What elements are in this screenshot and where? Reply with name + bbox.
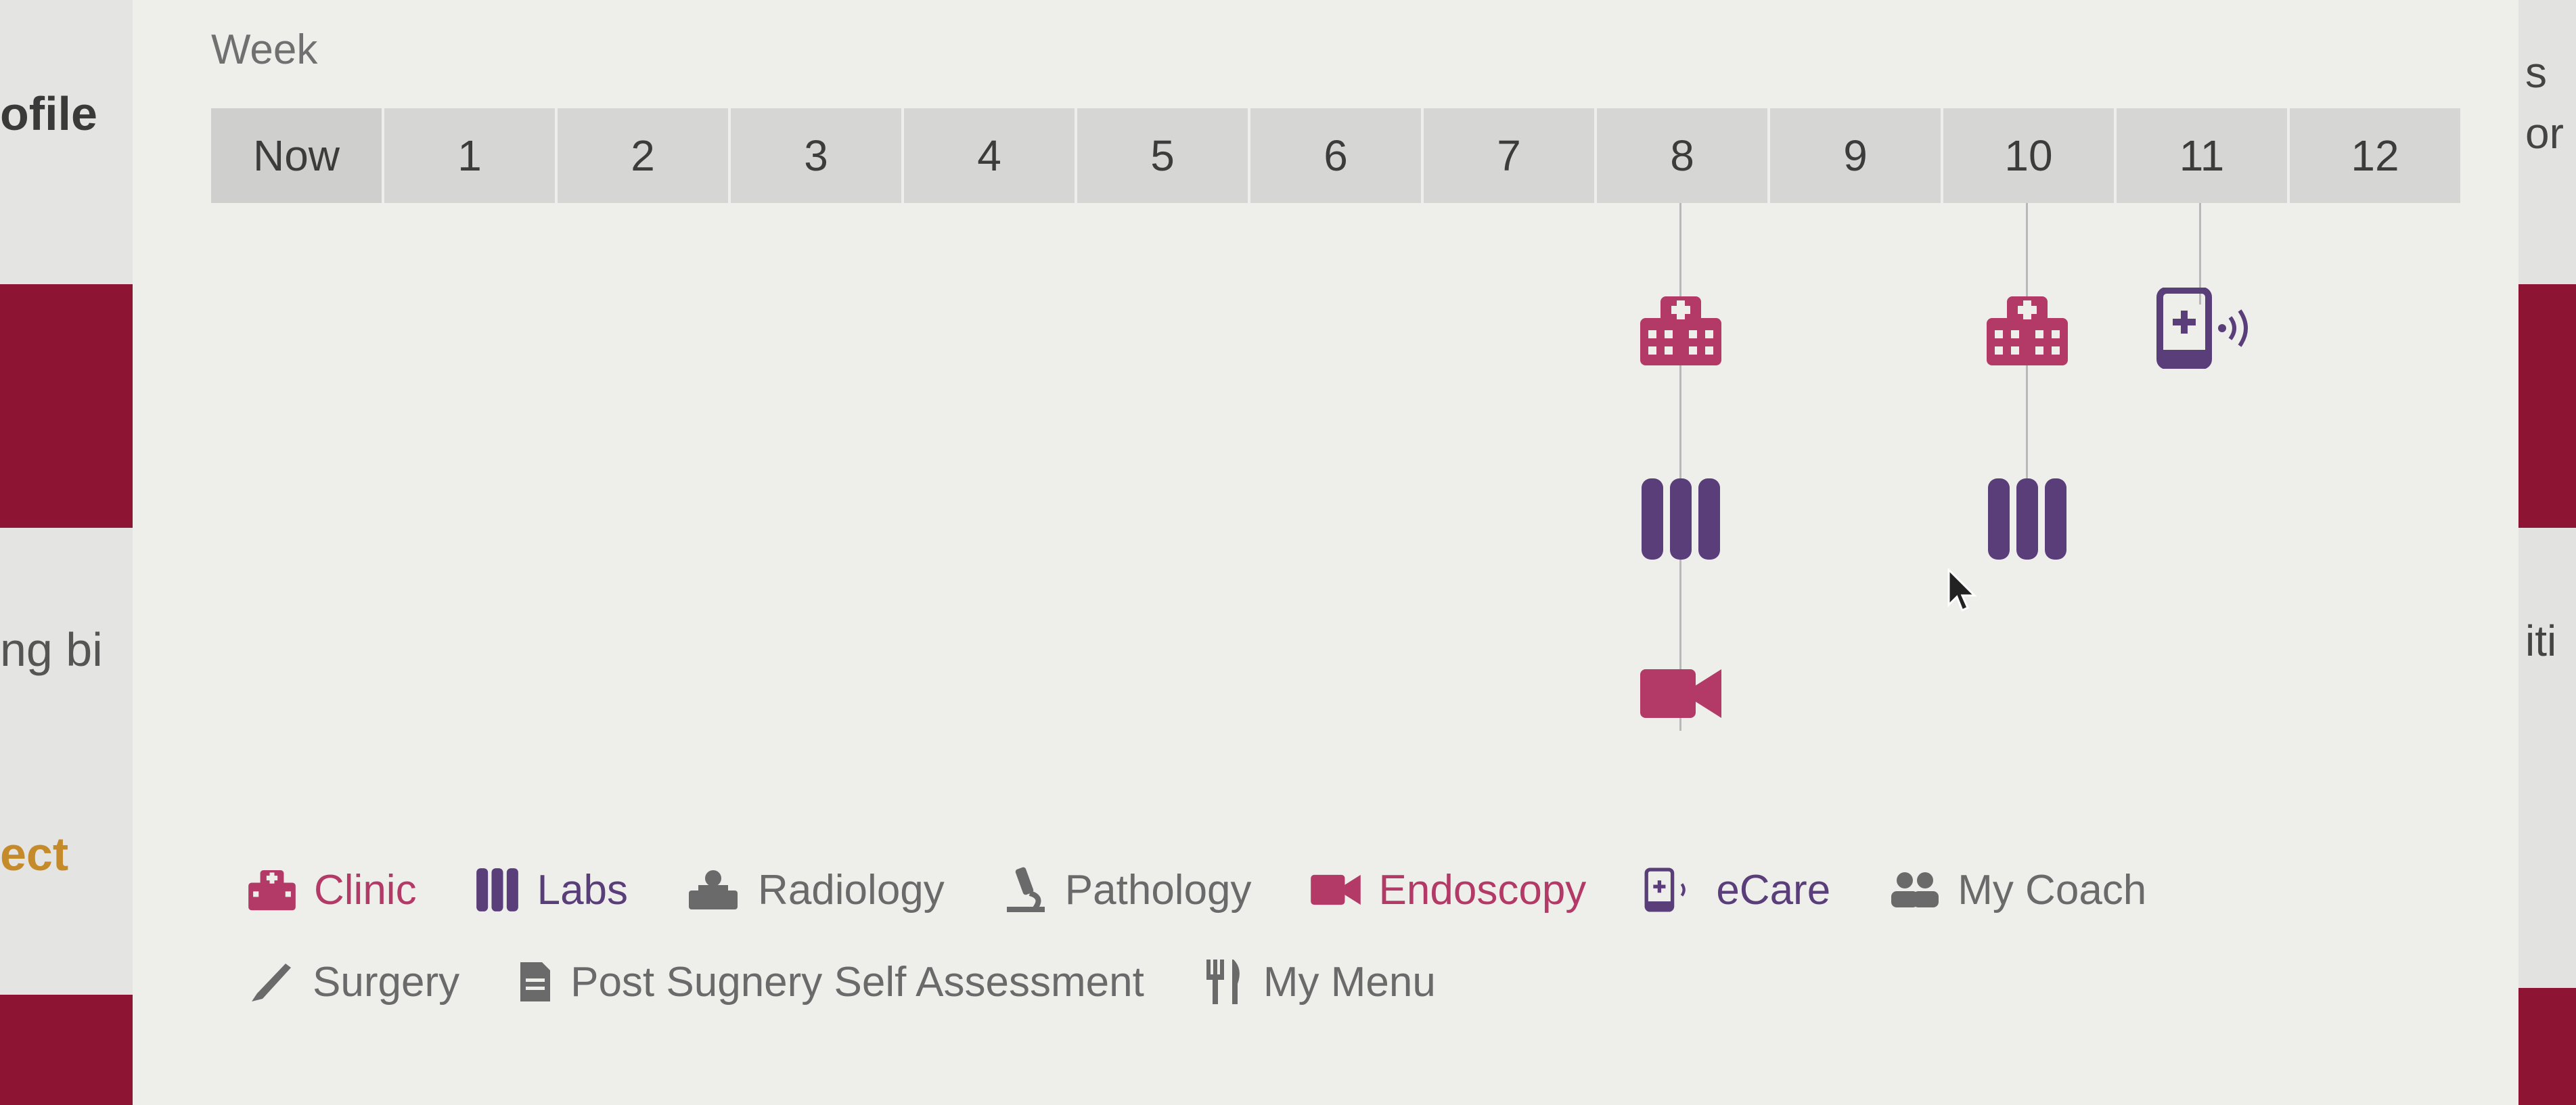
legend-my-menu-label: My Menu	[1263, 958, 1436, 1006]
users-icon	[1891, 872, 1939, 907]
background-banner	[0, 995, 135, 1105]
legend-my-coach-label: My Coach	[1958, 866, 2147, 914]
clinic-icon	[248, 870, 296, 911]
legend-pathology-label: Pathology	[1064, 866, 1252, 914]
background-text: ofile	[0, 87, 97, 140]
scalpel-icon	[252, 964, 291, 1001]
legend-pathology[interactable]: Pathology	[1003, 866, 1252, 914]
document-icon	[520, 962, 551, 1001]
week-2[interactable]: 2	[558, 108, 728, 203]
ecare-event-week-11[interactable]	[2156, 288, 2257, 369]
ecare-icon	[2156, 288, 2248, 369]
labs-event-week-8[interactable]	[1637, 475, 1725, 563]
background-text: iti	[2525, 616, 2557, 665]
radiology-icon	[689, 870, 738, 909]
background-banner	[0, 284, 135, 528]
clinic-event-week-8[interactable]	[1637, 293, 1725, 367]
week-7[interactable]: 7	[1424, 108, 1594, 203]
labs-icon	[1642, 478, 1720, 560]
timeline-line-week-8	[1679, 203, 1681, 731]
utensils-icon	[1206, 960, 1240, 1004]
legend-surgery-label: Surgery	[313, 958, 460, 1006]
endoscopy-icon	[1310, 874, 1361, 905]
background-page-right: s or iti	[2517, 0, 2576, 1105]
microscope-icon	[1006, 867, 1045, 912]
week-6[interactable]: 6	[1250, 108, 1421, 203]
legend-endoscopy-label: Endoscopy	[1378, 866, 1587, 914]
week-1[interactable]: 1	[384, 108, 555, 203]
care-timeline-modal: Week Now 1 2 3 4 5 6 7 8 9 10 11 12	[133, 0, 2518, 1105]
legend-labs-label: Labs	[537, 866, 629, 914]
legend-radiology-label: Radiology	[758, 866, 945, 914]
background-text: ng bi	[0, 623, 103, 676]
mouse-cursor-icon	[1947, 568, 1977, 612]
legend-my-menu[interactable]: My Menu	[1202, 958, 1436, 1006]
legend-labs[interactable]: Labs	[475, 866, 628, 914]
clinic-icon	[1640, 296, 1721, 365]
endoscopy-event-week-8[interactable]	[1637, 663, 1725, 724]
legend-post-surgery-label: Post Sugnery Self Assessment	[570, 958, 1144, 1006]
background-text: s	[2525, 48, 2547, 97]
week-12[interactable]: 12	[2290, 108, 2460, 203]
endoscopy-icon	[1640, 669, 1721, 718]
labs-icon	[476, 868, 518, 911]
week-5[interactable]: 5	[1077, 108, 1248, 203]
week-4[interactable]: 4	[904, 108, 1075, 203]
legend-surgery[interactable]: Surgery	[248, 958, 459, 1006]
week-label: Week	[211, 26, 318, 73]
background-banner	[2517, 284, 2576, 528]
background-banner	[2517, 988, 2576, 1105]
legend-clinic-label: Clinic	[314, 866, 417, 914]
week-selector: Now 1 2 3 4 5 6 7 8 9 10 11 12	[211, 108, 2463, 203]
background-page-left: ofile ng bi ect	[0, 0, 135, 1105]
week-now[interactable]: Now	[211, 108, 382, 203]
week-10[interactable]: 10	[1943, 108, 2114, 203]
labs-icon	[1988, 478, 2066, 560]
legend-endoscopy[interactable]: Endoscopy	[1310, 866, 1587, 914]
legend-clinic[interactable]: Clinic	[248, 866, 417, 914]
legend-radiology[interactable]: Radiology	[686, 866, 945, 914]
week-3[interactable]: 3	[731, 108, 901, 203]
background-text: ect	[0, 828, 69, 880]
legend-my-coach[interactable]: My Coach	[1889, 866, 2146, 914]
week-8[interactable]: 8	[1597, 108, 1767, 203]
labs-event-week-10[interactable]	[1983, 475, 2071, 563]
clinic-event-week-10[interactable]	[1983, 293, 2071, 367]
legend: Clinic Labs Radiology	[248, 853, 2481, 1019]
week-11[interactable]: 11	[2117, 108, 2287, 203]
timeline-line-week-11	[2199, 203, 2201, 305]
legend-ecare-label: eCare	[1716, 866, 1831, 914]
legend-ecare[interactable]: eCare	[1644, 866, 1830, 914]
background-text: or	[2525, 109, 2564, 158]
clinic-icon	[1987, 296, 2068, 365]
legend-post-surgery[interactable]: Post Sugnery Self Assessment	[518, 958, 1144, 1006]
ecare-icon	[1644, 867, 1686, 912]
week-9[interactable]: 9	[1770, 108, 1941, 203]
